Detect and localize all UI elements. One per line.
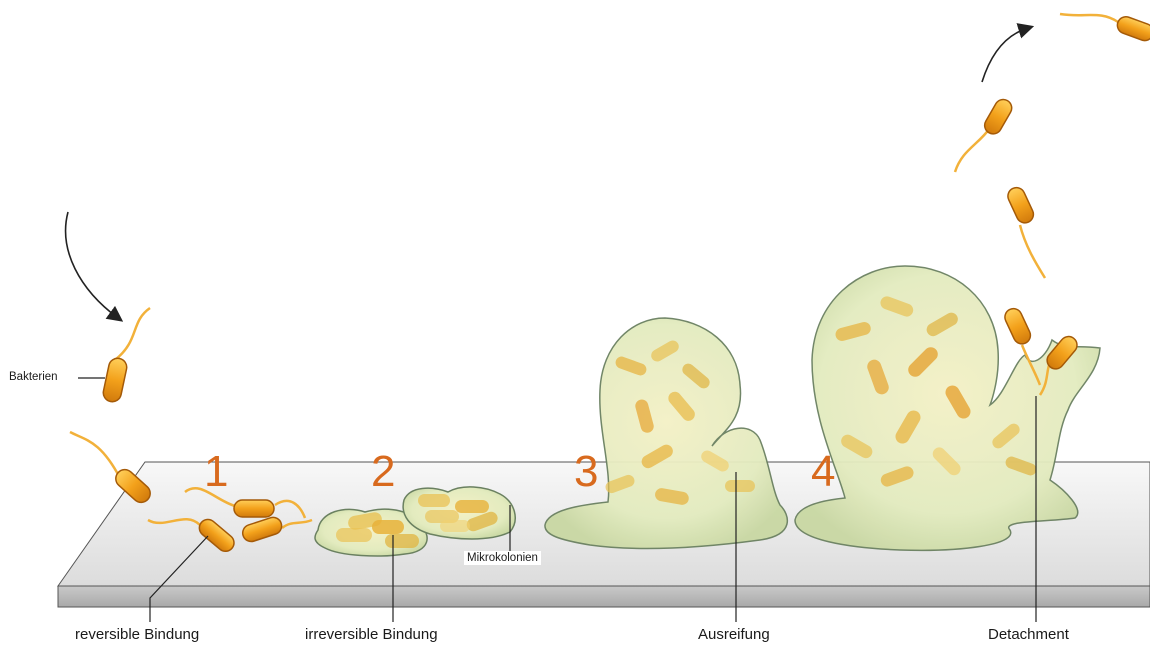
- stage4-biofilm: [795, 266, 1100, 550]
- stage1-label: reversible Bindung: [75, 626, 199, 643]
- bacteria-label: Bakterien: [6, 370, 61, 384]
- incoming-arrow: [66, 212, 118, 318]
- stage-number-1: 1: [204, 450, 228, 494]
- stage4-label: Detachment: [988, 626, 1069, 643]
- departing-arrow: [982, 28, 1028, 82]
- stage-number-4: 4: [811, 450, 835, 494]
- stage3-label: Ausreifung: [698, 626, 770, 643]
- stage3-biofilm: [545, 318, 787, 549]
- stage-number-3: 3: [574, 450, 598, 494]
- microcolonies-label: Mikrokolonien: [464, 551, 541, 565]
- stage-number-2: 2: [371, 450, 395, 494]
- free-bacterium: [102, 308, 150, 403]
- stage2-label: irreversible Bindung: [305, 626, 438, 643]
